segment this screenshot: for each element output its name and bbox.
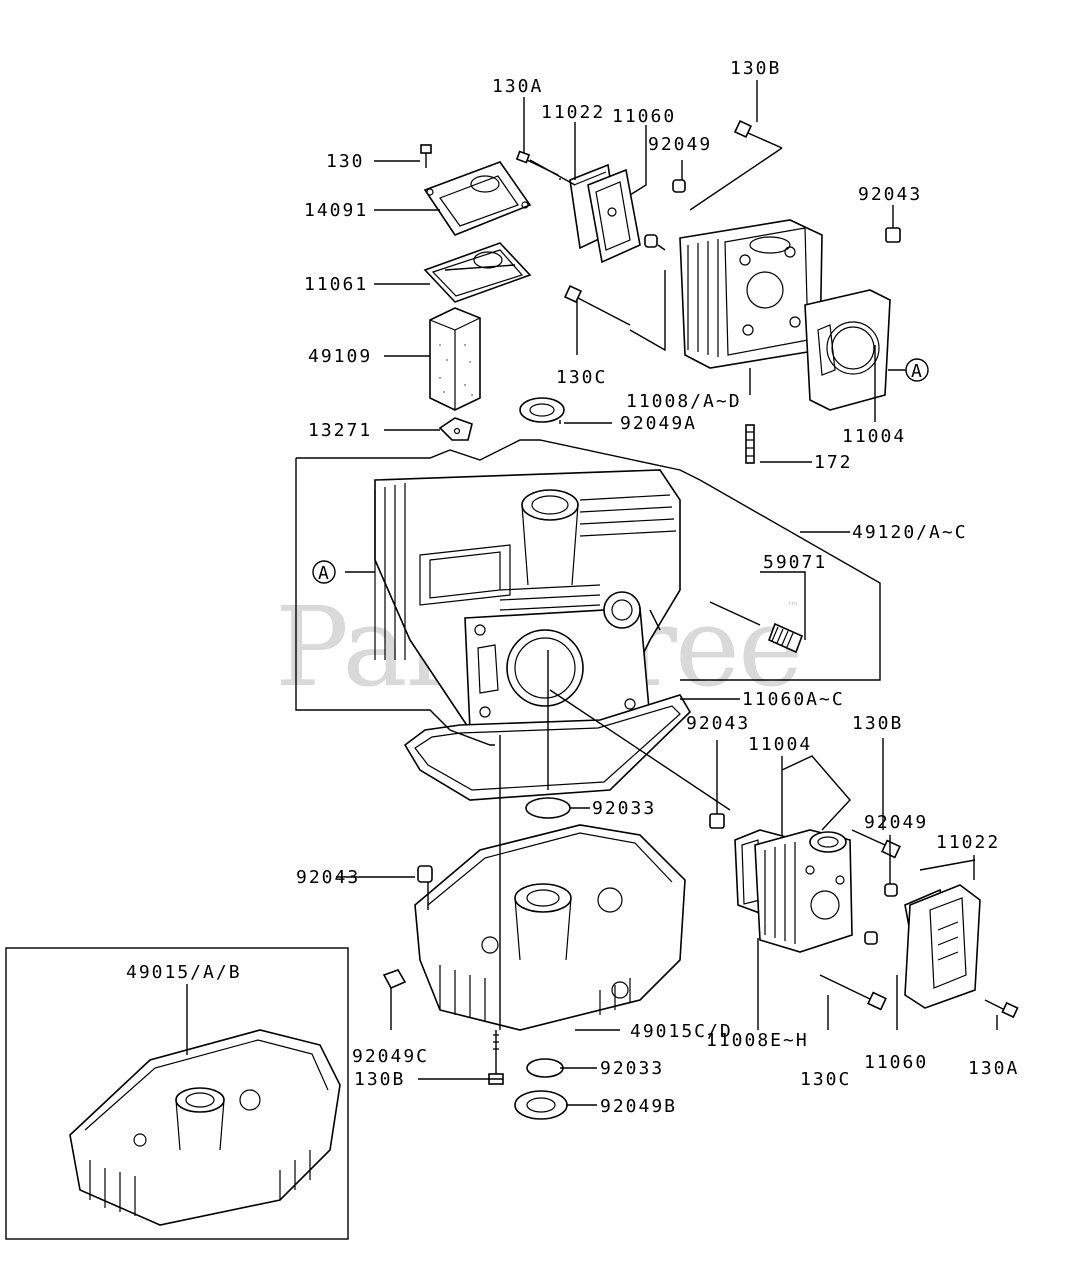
label-92049A[interactable]: 92049A <box>620 413 697 434</box>
leader-lines <box>186 80 998 1106</box>
label-11004-top[interactable]: 11004 <box>842 426 906 447</box>
cylinder-head-11008EH[interactable] <box>754 829 853 953</box>
label-11008AD[interactable]: 11008/A~D <box>626 391 742 412</box>
oil-pan-49015CD[interactable] <box>414 824 686 1031</box>
label-92043-left[interactable]: 92043 <box>296 867 360 888</box>
label-11060-top[interactable]: 11060 <box>612 106 676 127</box>
seal-92049B[interactable] <box>514 1090 568 1120</box>
head-cover-11022-mid[interactable] <box>904 884 981 1009</box>
head-gasket-11004-top[interactable] <box>804 289 891 411</box>
label-14091[interactable]: 14091 <box>304 200 368 221</box>
label-130C-bottom[interactable]: 130C <box>800 1069 851 1090</box>
label-172[interactable]: 172 <box>814 452 853 473</box>
plug-92049-top-a[interactable] <box>672 179 686 193</box>
marker-A-right: A <box>905 358 929 382</box>
plug-92049-top-b[interactable] <box>644 234 658 248</box>
crankcase-49120[interactable] <box>374 469 681 731</box>
plug-92049-mid-a[interactable] <box>884 883 898 897</box>
label-130C-top[interactable]: 130C <box>556 367 607 388</box>
label-130A-top[interactable]: 130A <box>492 76 543 97</box>
bolt-130B-top[interactable] <box>733 119 783 149</box>
label-92033-top[interactable]: 92033 <box>592 798 656 819</box>
label-92033-bottom[interactable]: 92033 <box>600 1058 664 1079</box>
label-49120AC[interactable]: 49120/A~C <box>852 522 968 543</box>
label-11022-top[interactable]: 11022 <box>541 102 605 123</box>
label-130A-bottom[interactable]: 130A <box>968 1058 1019 1079</box>
air-filter-gasket-11061[interactable] <box>423 242 532 303</box>
bolt-130B-bottom[interactable] <box>488 1030 504 1085</box>
dowel-92043-top[interactable] <box>885 227 901 243</box>
label-130B-mid[interactable]: 130B <box>852 713 903 734</box>
label-130B-bottom[interactable]: 130B <box>354 1069 405 1090</box>
plug-92049-mid-b[interactable] <box>864 931 878 945</box>
label-130-top[interactable]: 130 <box>326 151 365 172</box>
label-92049B[interactable]: 92049B <box>600 1096 677 1117</box>
label-13271[interactable]: 13271 <box>308 420 372 441</box>
label-11004-mid[interactable]: 11004 <box>748 734 812 755</box>
bolt-130B-mid[interactable] <box>851 829 901 859</box>
label-11022-mid[interactable]: 11022 <box>936 832 1000 853</box>
oil-pan-49015AB[interactable] <box>69 1029 341 1226</box>
label-49109[interactable]: 49109 <box>308 346 372 367</box>
air-filter-element-49109[interactable] <box>429 307 481 411</box>
inset-box <box>5 947 349 1240</box>
oil-filter-fitting-59071[interactable] <box>767 622 804 654</box>
cylinder-head-11008-top[interactable] <box>679 219 823 369</box>
label-49015CD[interactable]: 49015C/D <box>630 1021 733 1042</box>
dowel-92043-left[interactable] <box>417 865 433 883</box>
bolt-130-top[interactable] <box>420 144 432 168</box>
bolt-130C-bottom[interactable] <box>819 974 887 1011</box>
label-11060-bottom[interactable]: 11060 <box>864 1052 928 1073</box>
label-92049-top[interactable]: 92049 <box>648 134 712 155</box>
label-92049-mid[interactable]: 92049 <box>864 812 928 833</box>
part-labels: 130A 130B 11022 11060 92049 130 14091 92… <box>126 58 1019 1117</box>
air-filter-cover-14091[interactable] <box>423 161 532 236</box>
bolt-130C-top[interactable] <box>563 284 631 326</box>
label-92049C[interactable]: 92049C <box>352 1046 429 1067</box>
stud-172[interactable] <box>745 424 755 464</box>
label-49015AB[interactable]: 49015/A/B <box>126 962 242 983</box>
head-gasket-11060-top[interactable] <box>587 168 641 264</box>
label-11060AC[interactable]: 11060A~C <box>742 689 845 710</box>
marker-A-right-label: A <box>911 361 922 382</box>
label-92043-top[interactable]: 92043 <box>858 184 922 205</box>
bracket-13271[interactable] <box>438 417 473 441</box>
label-92043-mid[interactable]: 92043 <box>686 713 750 734</box>
plug-92049C[interactable] <box>382 969 407 990</box>
label-59071[interactable]: 59071 <box>763 552 827 573</box>
marker-A-left-label: A <box>318 563 329 584</box>
watermark-trademark: ™ <box>786 600 800 616</box>
oring-92033-bottom[interactable] <box>526 1058 564 1078</box>
dowel-92043-mid[interactable] <box>709 813 725 829</box>
seal-92049A[interactable] <box>519 397 565 423</box>
label-11061[interactable]: 11061 <box>304 274 368 295</box>
label-130B-top[interactable]: 130B <box>730 58 781 79</box>
label-11008EH[interactable]: 11008E~H <box>706 1030 809 1051</box>
marker-A-left: A <box>312 560 336 584</box>
bolt-130A-bottom[interactable] <box>984 999 1019 1019</box>
oring-92033-top[interactable] <box>525 797 571 819</box>
